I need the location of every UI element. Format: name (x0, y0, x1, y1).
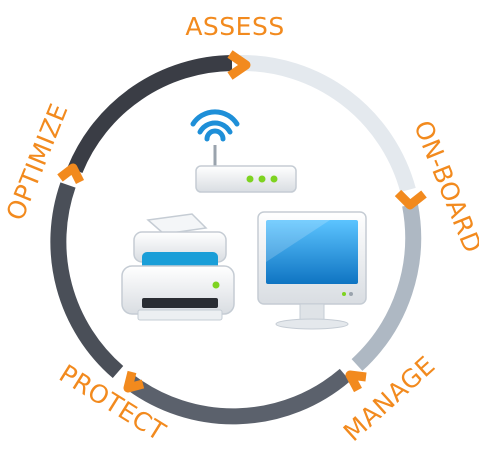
cycle-arrows (57, 50, 427, 393)
monitor-icon (257, 211, 367, 330)
arrow-assess (227, 50, 251, 80)
stage-label-manage: MANAGE (338, 350, 441, 447)
arrow-onboard (394, 189, 427, 210)
arrow-manage (345, 370, 367, 393)
arrow-optimize (57, 163, 85, 185)
printer-icon (121, 213, 235, 321)
stage-label-assess: ASSESS (185, 12, 284, 41)
wifi-router-icon (190, 109, 297, 193)
cycle-ring (50, 54, 422, 425)
arrow-protect (123, 370, 145, 393)
